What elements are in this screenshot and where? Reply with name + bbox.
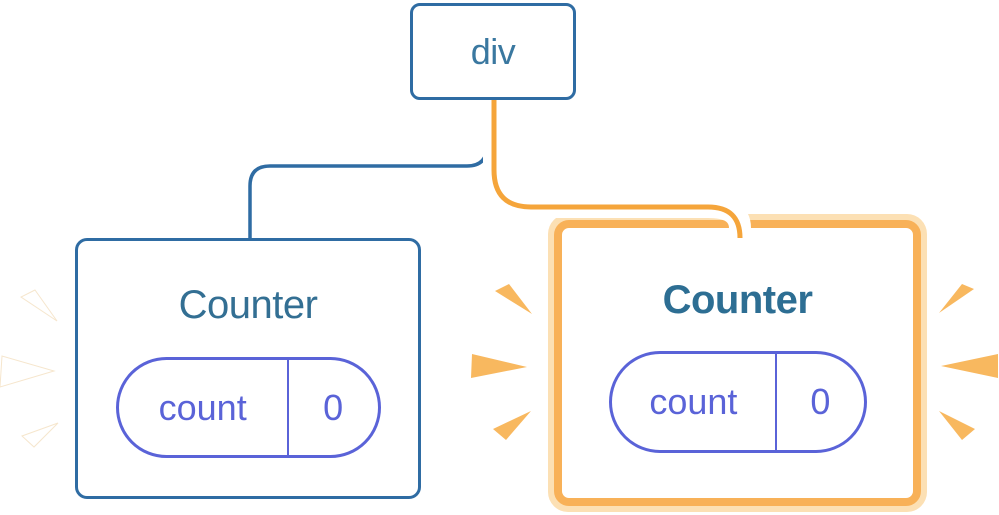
state-value: 0 bbox=[323, 386, 344, 428]
counter-title: Counter bbox=[178, 283, 318, 327]
state-pill: count 0 bbox=[115, 357, 381, 458]
sparkle-icon bbox=[20, 289, 58, 322]
state-value: 0 bbox=[810, 381, 831, 422]
state-key: count bbox=[612, 354, 778, 450]
sparkle-icon bbox=[495, 284, 532, 314]
sparkle-burst-orange-right-icon bbox=[939, 284, 998, 440]
counter-card-right-highlight-ring: Counter count 0 bbox=[548, 214, 927, 512]
sparkle-icon bbox=[471, 354, 527, 378]
sparkle-icon bbox=[939, 411, 975, 440]
state-key: count bbox=[119, 360, 289, 455]
sparkle-burst-white-icon bbox=[0, 289, 59, 448]
sparkle-icon bbox=[941, 354, 998, 378]
sparkle-burst-orange-left-icon bbox=[471, 284, 532, 440]
edge-div-to-left-counter bbox=[248, 98, 489, 239]
tree-node-div: div bbox=[410, 3, 576, 100]
state-pill: count 0 bbox=[608, 351, 867, 453]
div-node-label: div bbox=[470, 30, 516, 72]
counter-title: Counter bbox=[662, 278, 813, 322]
sparkle-icon bbox=[0, 355, 56, 388]
counter-card-left: Counter count 0 bbox=[75, 238, 421, 499]
sparkle-icon bbox=[21, 422, 59, 448]
counter-card-right: Counter count 0 bbox=[554, 220, 921, 506]
edge-div-to-right-counter-casing bbox=[483, 98, 751, 230]
sparkle-icon bbox=[939, 284, 974, 313]
sparkle-icon bbox=[493, 411, 531, 440]
